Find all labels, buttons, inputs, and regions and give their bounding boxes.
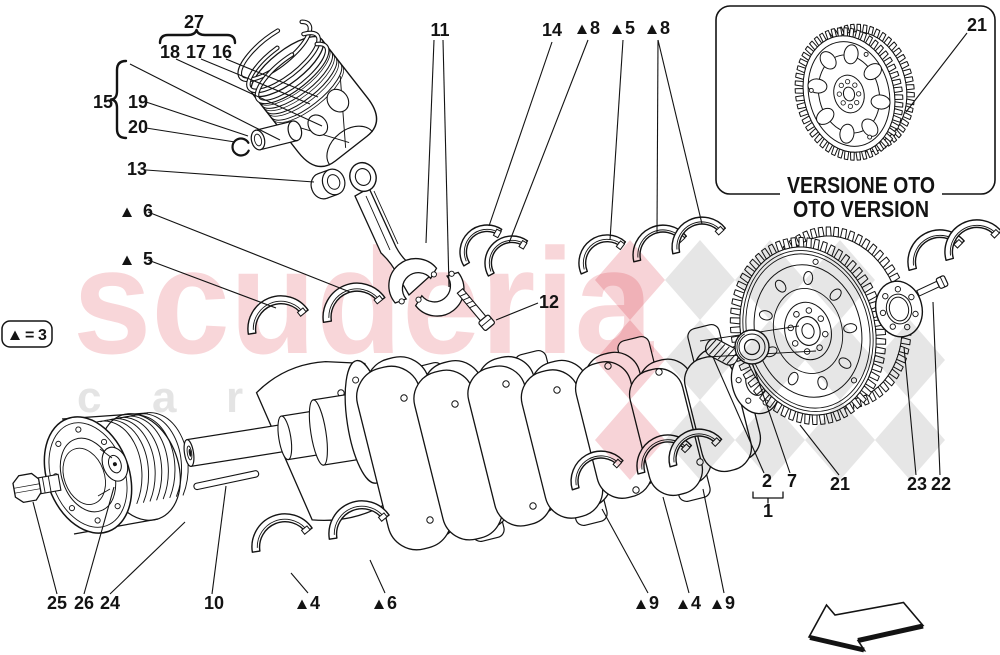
svg-text:5: 5 xyxy=(143,249,153,269)
svg-text:3: 3 xyxy=(38,327,47,344)
svg-text:21: 21 xyxy=(967,15,987,35)
svg-text:9: 9 xyxy=(649,593,659,613)
svg-text:8: 8 xyxy=(590,18,600,38)
svg-text:22: 22 xyxy=(931,474,951,494)
svg-text:scuderia: scuderia xyxy=(73,217,654,385)
svg-text:10: 10 xyxy=(204,593,224,613)
svg-text:7: 7 xyxy=(787,471,797,491)
svg-text:a: a xyxy=(152,373,177,422)
svg-text:20: 20 xyxy=(128,117,148,137)
svg-text:6: 6 xyxy=(387,593,397,613)
svg-text:11: 11 xyxy=(430,20,449,40)
svg-text:23: 23 xyxy=(907,474,927,494)
svg-text:26: 26 xyxy=(74,593,94,613)
svg-text:6: 6 xyxy=(143,201,153,221)
svg-text:4: 4 xyxy=(310,593,320,613)
svg-text:19: 19 xyxy=(128,92,148,112)
svg-text:15: 15 xyxy=(93,92,113,112)
svg-text:25: 25 xyxy=(47,593,67,613)
svg-text:OTO VERSION: OTO VERSION xyxy=(793,196,929,222)
svg-text:12: 12 xyxy=(539,292,559,312)
svg-text:21: 21 xyxy=(830,474,850,494)
svg-text:18: 18 xyxy=(160,42,180,62)
svg-text:9: 9 xyxy=(725,593,735,613)
svg-text:VERSIONE OTO: VERSIONE OTO xyxy=(787,172,935,198)
svg-text:r: r xyxy=(226,373,243,422)
svg-text:c: c xyxy=(77,373,101,422)
svg-text:14: 14 xyxy=(542,20,562,40)
svg-text:5: 5 xyxy=(625,18,635,38)
svg-text:13: 13 xyxy=(127,159,147,179)
svg-text:17: 17 xyxy=(186,42,206,62)
svg-text:=: = xyxy=(25,327,34,344)
svg-text:24: 24 xyxy=(100,593,120,613)
svg-text:16: 16 xyxy=(212,42,232,62)
svg-text:1: 1 xyxy=(763,501,773,521)
svg-text:27: 27 xyxy=(184,12,204,32)
svg-text:4: 4 xyxy=(691,593,701,613)
svg-text:8: 8 xyxy=(660,18,670,38)
svg-text:2: 2 xyxy=(762,471,772,491)
